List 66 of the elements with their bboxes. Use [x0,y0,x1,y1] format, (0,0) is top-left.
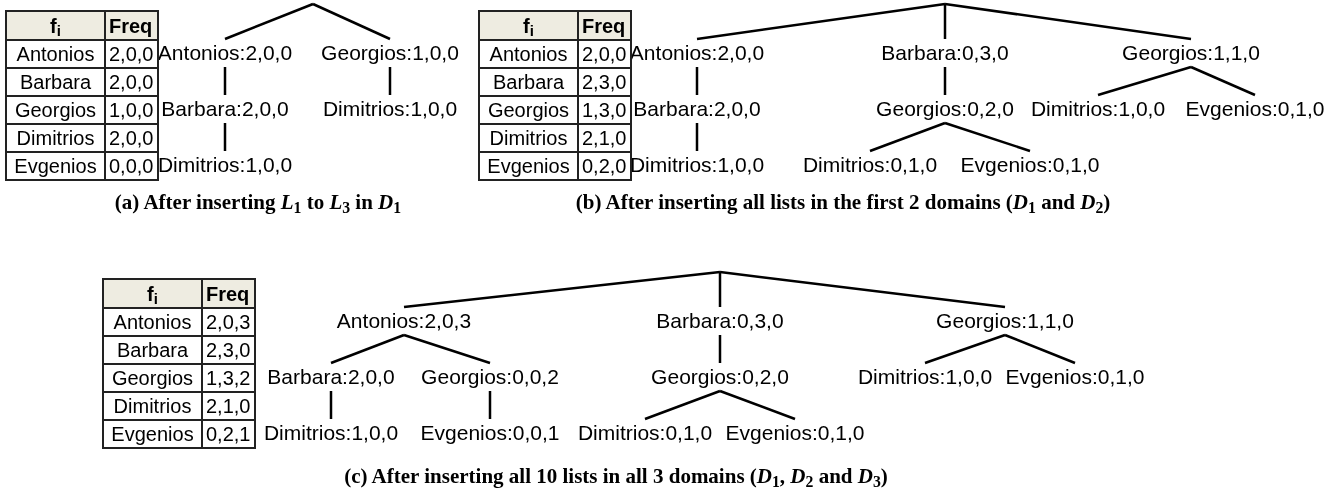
table-cell: 1,3,2 [202,364,255,392]
table-header-cell: Freq [105,11,158,40]
figure-caption: (c) After inserting all 10 lists in all 3 domains (D$_{1}$, D$_{2}$ and D$_{3}$) [344,463,888,489]
tree-branch-line [403,333,491,365]
tree-branch-line [924,333,1006,365]
table-cell: 2,0,0 [105,124,158,152]
figure-caption: (b) After inserting all lists in the first 2 domains (D$_{1}$ and D$_{2}$) [575,189,1111,215]
table-cell: Dimitrios [6,124,105,152]
tree-branch-line [719,270,1006,309]
table-cell: 2,0,0 [578,40,631,68]
tree-branch-line [1097,65,1192,97]
table-cell: 0,2,0 [578,152,631,180]
tree-branch-line [223,67,227,95]
table-cell: Georgios [103,364,202,392]
table-cell: 0,2,1 [202,420,255,448]
tree-branch-line [719,389,796,421]
table-cell: Evgenios [6,152,105,180]
tree-branch-line [943,67,947,95]
table-cell: 2,3,0 [202,336,255,364]
table-cell: 2,3,0 [578,68,631,96]
table-cell: Antonios [6,40,105,68]
tree-branch-line [943,4,947,39]
table-cell: Barbara [479,68,578,96]
table-cell: Evgenios [103,420,202,448]
tree-branch-line [1190,65,1256,97]
tree-branch-line [944,2,1192,41]
tree-branch-line [944,121,1031,153]
tree-branch-line [403,270,721,309]
tree-branch-line [696,2,946,41]
tree-branch-line [330,333,405,365]
table-header-cell: Freq [578,11,631,40]
table-cell: Antonios [479,40,578,68]
figure-caption: (a) After inserting L$_{1}$ to L$_{3}$ in D$_{1}$ [114,189,402,215]
table-cell: 2,1,0 [202,392,255,420]
table-cell: 2,0,3 [202,308,255,336]
tree-branch-line [869,121,946,153]
table-header-cell: Freq [202,279,255,308]
table-cell: 2,1,0 [578,124,631,152]
tree-branch-line [312,2,391,41]
table-cell: 2,0,0 [105,40,158,68]
table-cell: Georgios [479,96,578,124]
table-cell: 1,3,0 [578,96,631,124]
table-header-cell: f$_{i}$ [6,11,105,40]
table-header-cell: f$_{i}$ [479,11,578,40]
tree-branch-line [695,123,699,151]
tree-branch-line [329,391,333,419]
table-cell: Antonios [103,308,202,336]
table-header-cell: f$_{i}$ [103,279,202,308]
table-cell: Barbara [103,336,202,364]
tree-branch-line [1004,333,1076,365]
tree-branch-line [388,67,392,95]
table-cell: Barbara [6,68,105,96]
table-cell: 0,0,0 [105,152,158,180]
tree-branch-line [644,389,721,421]
table-cell: 1,0,0 [105,96,158,124]
tree-branch-line [488,391,492,419]
table-cell: Georgios [6,96,105,124]
tree-branch-line [224,2,314,41]
table-cell: Dimitrios [103,392,202,420]
table-cell: Dimitrios [479,124,578,152]
tree-branch-line [223,123,227,151]
tree-branch-line [718,335,722,363]
table-cell: 2,0,0 [105,68,158,96]
tree-branch-line [718,272,722,307]
tree-branch-line [695,67,699,95]
table-cell: Evgenios [479,152,578,180]
